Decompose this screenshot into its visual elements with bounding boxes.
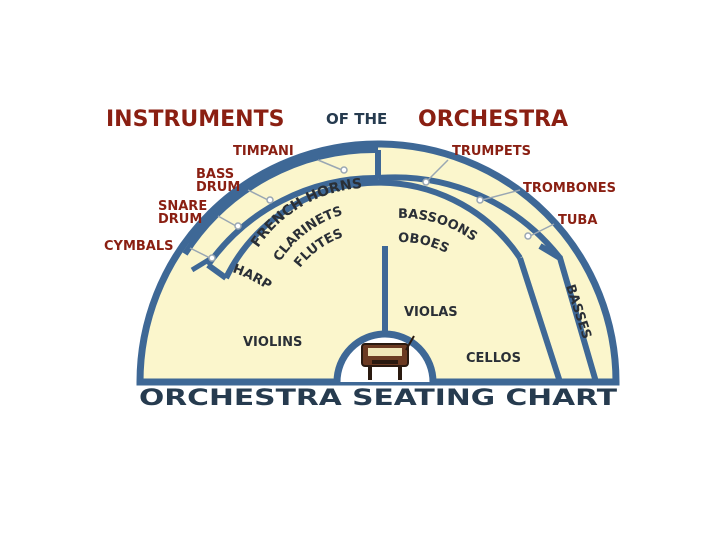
label-bass-drum-1: BASS xyxy=(196,167,234,182)
ring-right-outer xyxy=(377,174,563,260)
pointer-markers xyxy=(189,159,555,262)
divider-basses xyxy=(538,243,599,383)
ring-percussion-outer xyxy=(182,146,379,256)
title-part-2: OF THE xyxy=(326,110,387,128)
divider-harp xyxy=(206,262,228,281)
section-violins: VIOLINS xyxy=(243,335,302,350)
ring-strings-top xyxy=(223,179,523,280)
chart-title: INSTRUMENTS OF THE ORCHESTRA xyxy=(106,107,568,132)
divider-basses-inner xyxy=(517,257,563,383)
ring-left-outer xyxy=(205,174,379,267)
label-bass-drum-2: DRUM xyxy=(196,180,240,195)
label-trombones: TROMBONES xyxy=(523,181,616,196)
footer-title: ORCHESTRA SEATING CHART xyxy=(139,386,617,411)
section-violas: VIOLAS xyxy=(404,305,458,320)
label-snare-drum-2: DRUM xyxy=(158,212,202,227)
label-cymbals: CYMBALS xyxy=(104,239,174,254)
label-trumpets: TRUMPETS xyxy=(452,144,531,159)
label-snare-drum-1: SNARE xyxy=(158,199,207,214)
title-part-3: ORCHESTRA xyxy=(418,107,568,132)
label-timpani: TIMPANI xyxy=(233,144,294,159)
section-cellos: CELLOS xyxy=(466,351,521,366)
title-part-1: INSTRUMENTS xyxy=(106,107,284,132)
label-tuba: TUBA xyxy=(558,213,597,228)
conductor-podium-icon xyxy=(361,335,415,380)
